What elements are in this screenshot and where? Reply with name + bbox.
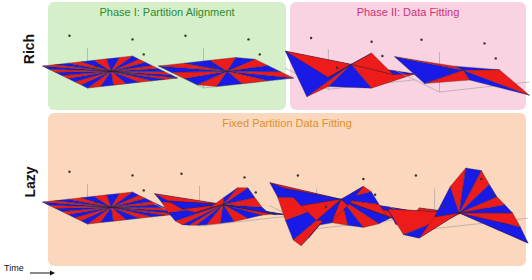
data-point [480, 178, 482, 180]
data-point [443, 206, 445, 208]
data-point [95, 65, 97, 67]
data-point [492, 194, 494, 196]
partition-facet [111, 56, 132, 71]
surface-plot [285, 37, 415, 97]
phase-panel: Phase I: Partition Alignment [48, 2, 286, 110]
data-point [255, 191, 257, 193]
data-point [415, 174, 417, 176]
surface-plot [395, 39, 530, 96]
partition-facet [395, 57, 464, 71]
partition-facet [285, 51, 351, 97]
data-point [447, 69, 449, 71]
partition-facet [351, 53, 393, 75]
data-point [68, 171, 70, 173]
data-point [370, 41, 372, 43]
partition-facet [111, 71, 126, 85]
data-point [68, 35, 70, 37]
data-point [420, 39, 422, 41]
partition-facet [459, 213, 520, 227]
row-label: Rich [21, 34, 37, 64]
data-point [336, 67, 338, 69]
partition-facet [459, 213, 528, 243]
data-point [495, 57, 497, 59]
panel-title: Phase II: Data Fitting [290, 2, 526, 18]
data-point [325, 206, 327, 208]
partition-facet [403, 213, 459, 238]
data-point [131, 174, 133, 176]
data-point [143, 189, 145, 191]
data-point [143, 53, 145, 55]
partition-facet [210, 57, 236, 71]
data-point [297, 174, 299, 176]
phase-panel: Phase II: Data Fitting [290, 2, 526, 110]
data-point [207, 203, 209, 205]
partition-facet [171, 71, 227, 78]
surface-plot [388, 168, 528, 243]
partition-facet [223, 188, 255, 205]
data-point [95, 201, 97, 203]
data-point [374, 194, 376, 196]
partition-facet [223, 188, 248, 205]
partition-facet [196, 204, 223, 212]
data-point [310, 37, 312, 39]
data-point [180, 173, 182, 175]
data-point [259, 53, 261, 55]
partition-facet [328, 53, 371, 77]
partition-facet [111, 192, 132, 207]
partition-facet [223, 188, 237, 205]
partition-facet [463, 70, 529, 95]
partition-facet [227, 71, 293, 78]
time-arrow [30, 273, 52, 274]
data-point [483, 42, 485, 44]
data-point [247, 38, 249, 40]
surface-plot [155, 173, 290, 227]
time-arrowhead [50, 271, 55, 276]
panel-title: Phase I: Partition Alignment [48, 2, 286, 18]
data-point [243, 176, 245, 178]
partition-facet [111, 207, 126, 221]
partition-facet [419, 213, 459, 238]
data-point [211, 65, 213, 67]
row-label: Lazy [22, 167, 38, 198]
data-point [381, 55, 383, 57]
panel-title: Fixed Partition Data Fitting [48, 113, 526, 129]
partition-facet [459, 213, 528, 243]
partition-facet [459, 168, 481, 213]
partition-facet [210, 198, 224, 208]
partition-facet [463, 70, 529, 96]
partition-facet [395, 57, 464, 84]
data-point [131, 38, 133, 40]
surface-plot [43, 171, 178, 225]
partition-facet [285, 51, 351, 77]
surface-plot [159, 35, 294, 89]
data-point [362, 178, 364, 180]
axis-label: Time [4, 263, 24, 273]
partition-facet [111, 71, 177, 78]
partition-facet [341, 186, 363, 205]
surface-plot [43, 35, 178, 89]
data-point [184, 35, 186, 37]
